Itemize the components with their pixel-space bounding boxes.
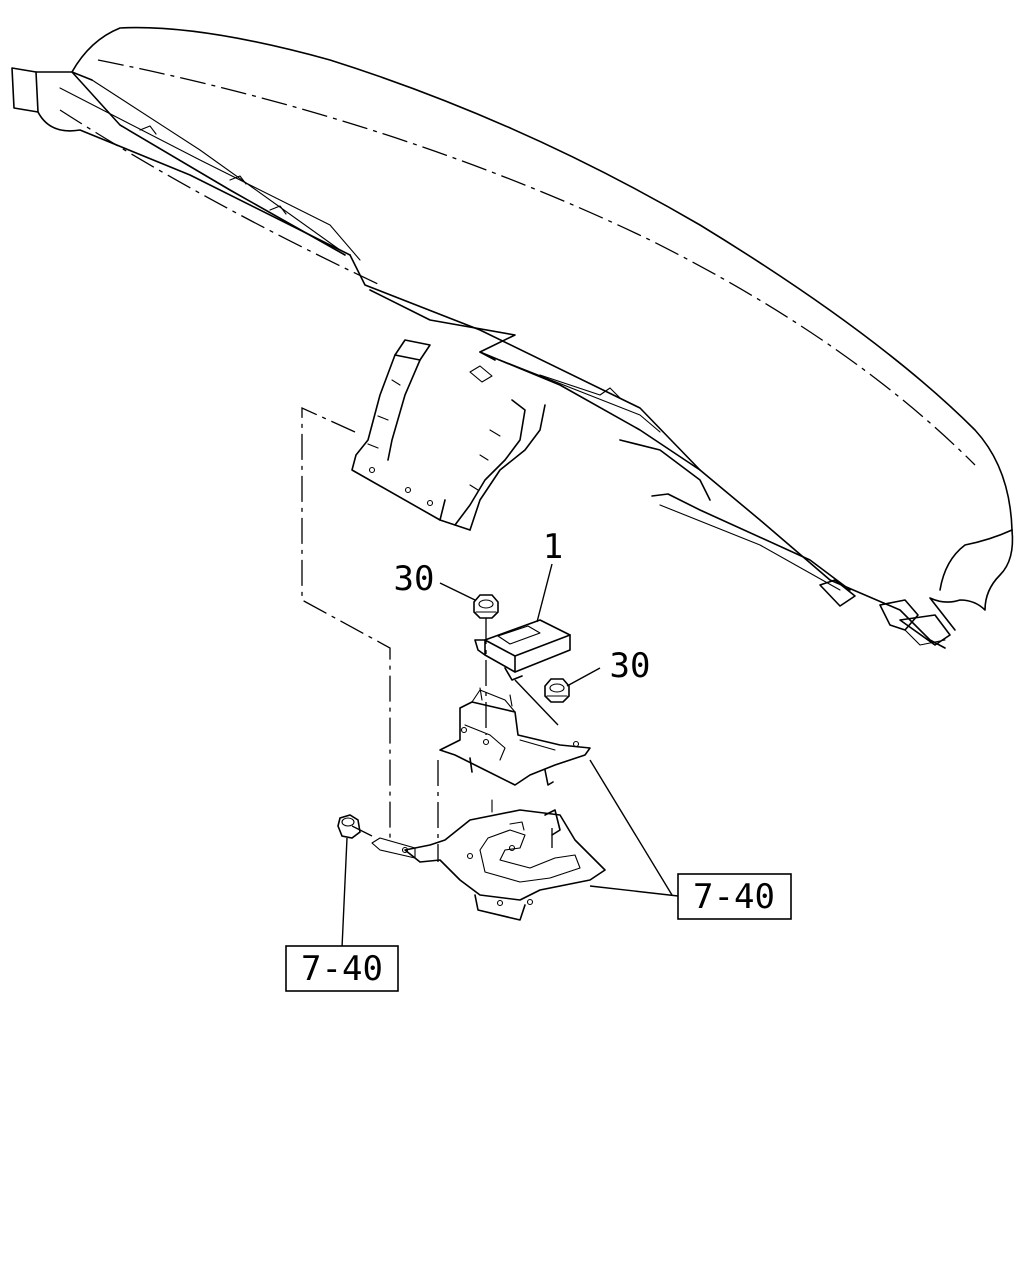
callout-nut-upper-left: 30 bbox=[394, 559, 435, 599]
assembly-guide-lines bbox=[301, 406, 553, 862]
leader-lines bbox=[341, 563, 679, 949]
upper-mounting-bracket bbox=[439, 687, 591, 786]
callout-ref-left: 7-40 bbox=[301, 949, 383, 989]
flange-nut-upper bbox=[473, 594, 499, 619]
callout-nut-right: 30 bbox=[610, 646, 651, 686]
control-module bbox=[474, 619, 571, 681]
instrument-panel bbox=[11, 26, 1014, 649]
flange-nut-right bbox=[544, 678, 570, 703]
callout-part-1: 1 bbox=[543, 527, 563, 567]
callouts: 1 30 30 7-40 7-40 bbox=[285, 527, 792, 992]
lower-mounting-bracket bbox=[371, 799, 606, 921]
spacer-nut-left bbox=[337, 814, 361, 839]
callout-ref-right: 7-40 bbox=[693, 877, 775, 917]
center-support-bracket bbox=[351, 339, 546, 531]
